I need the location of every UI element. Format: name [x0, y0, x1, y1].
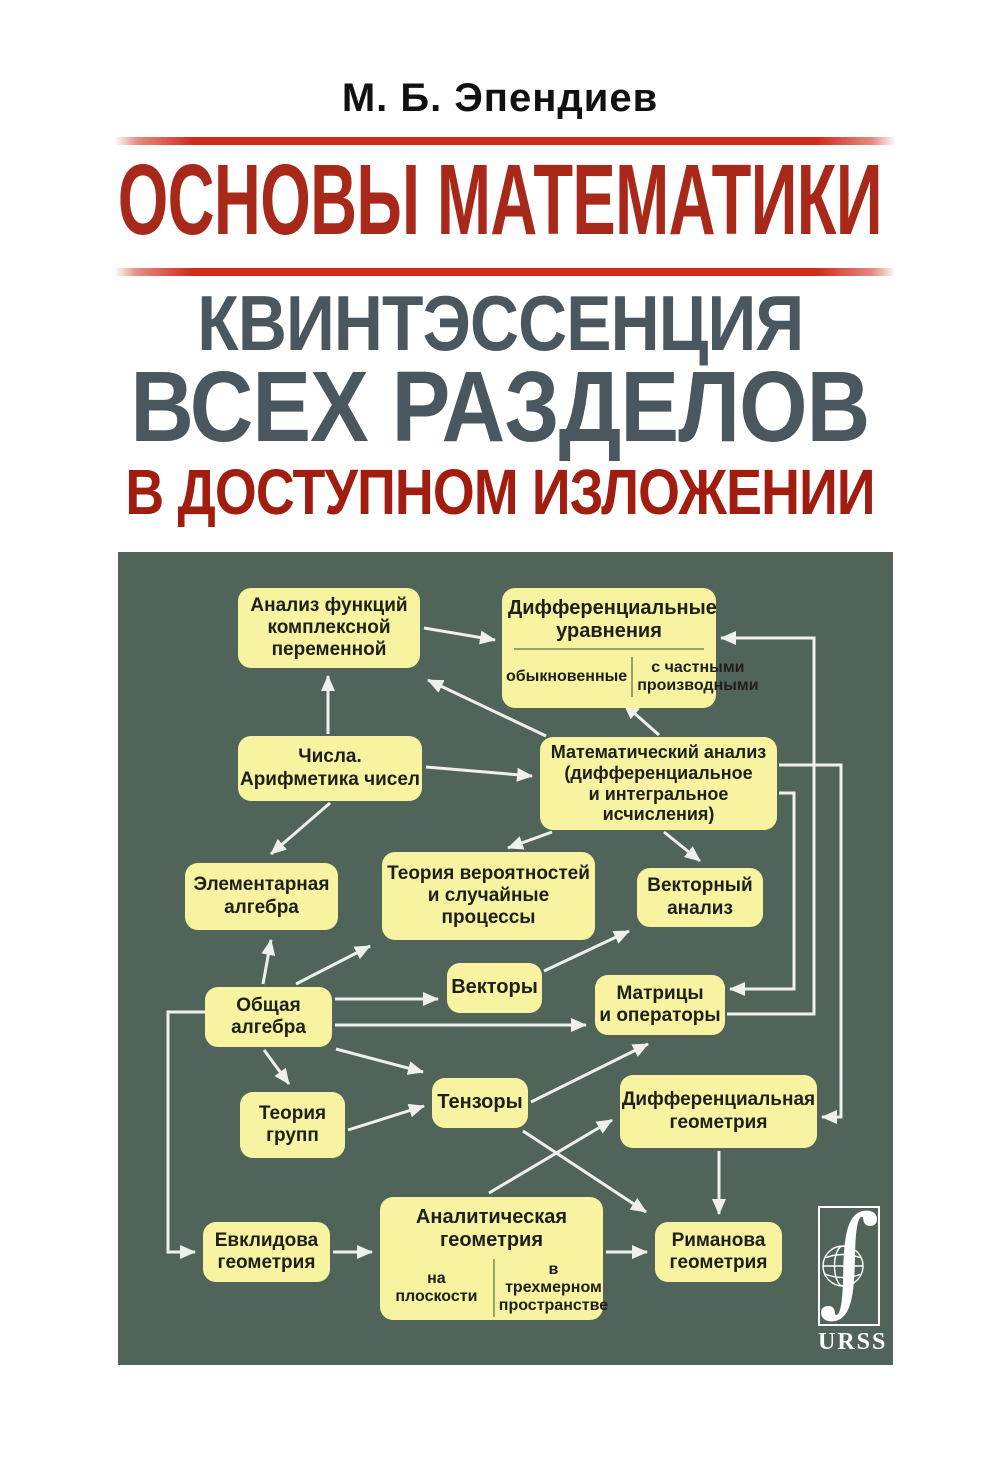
red-divider-top — [114, 137, 896, 145]
urss-logo-text: URSS — [818, 1329, 888, 1355]
diagram-panel: Анализ функций комплексной переменной Ди… — [118, 552, 893, 1365]
node-diff-equations: Дифференциальные уравнения обыкновенные … — [502, 588, 759, 708]
node-group-theory: Теория групп — [240, 1092, 345, 1158]
node-label: Числа. Арифметика чисел — [239, 746, 420, 790]
subtitle-line-2: ВСЕХ РАЗДЕЛОВ — [0, 357, 1000, 457]
node-euclidean-geometry: Евклидова геометрия — [203, 1222, 330, 1282]
node-riemannian-geometry: Риманова геометрия — [655, 1222, 782, 1282]
node-label: Элементарная алгебра — [193, 874, 330, 918]
node-complex-analysis: Анализ функций комплексной переменной — [238, 588, 420, 668]
node-analytic-geometry: Аналитическая геометрия на плоскости в т… — [380, 1197, 608, 1320]
diagram-arrows — [166, 626, 843, 1259]
node-matrices: Матрицы и операторы — [595, 975, 725, 1035]
node-diff-geometry: Дифференциальная геометрия — [620, 1075, 817, 1148]
node-label: Анализ функций комплексной переменной — [250, 594, 408, 661]
subtitle-line-1: КВИНТЭССЕНЦИЯ — [0, 284, 1000, 362]
node-title: Дифференциальные уравнения — [508, 597, 717, 642]
node-math-analysis: Математический анализ (дифференциальное … — [540, 737, 777, 830]
node-numbers: Числа. Арифметика чисел — [238, 736, 422, 801]
title-line: ОСНОВЫ МАТЕМАТИКИ — [0, 150, 1000, 250]
author-name: М. Б. Эпендиев — [341, 76, 659, 120]
integral-glyph: ∫ — [818, 1206, 879, 1326]
red-divider-bottom — [114, 268, 896, 276]
node-subcell-right: с частными производными — [631, 657, 762, 697]
author-line: М. Б. Эпендиев — [0, 78, 1000, 118]
node-tensors: Тензоры — [432, 1078, 528, 1128]
node-label: Векторы — [451, 976, 538, 999]
subtitle-text-1: КВИНТЭССЕНЦИЯ — [196, 279, 804, 367]
node-label: Риманова геометрия — [669, 1229, 768, 1273]
subtitle-text-3: В ДОСТУПНОМ ИЗЛОЖЕНИИ — [125, 456, 875, 528]
node-label: Матрицы и операторы — [599, 982, 721, 1026]
node-vector-analysis: Векторный анализ — [637, 868, 763, 927]
node-label: Общая алгебра — [231, 994, 306, 1038]
node-label: Векторный анализ — [647, 875, 753, 919]
node-label: Дифференциальная геометрия — [621, 1089, 816, 1133]
node-label: Евклидова геометрия — [214, 1229, 319, 1273]
node-probability: Теория вероятностей и случайные процессы — [382, 852, 595, 940]
node-general-algebra: Общая алгебра — [205, 987, 332, 1047]
node-label: Математический анализ (дифференциальное … — [550, 741, 767, 825]
book-title: ОСНОВЫ МАТЕМАТИКИ — [117, 144, 883, 256]
node-subcell-right: в трехмерном пространстве — [492, 1259, 612, 1317]
node-title: Аналитическая геометрия — [415, 1206, 568, 1251]
node-label: Теория групп — [258, 1102, 327, 1146]
node-subcell-left: обыкновенные — [506, 668, 628, 686]
subtitle-line-3: В ДОСТУПНОМ ИЗЛОЖЕНИИ — [0, 460, 1000, 524]
node-elementary-algebra: Элементарная алгебра — [185, 863, 338, 930]
node-label: Теория вероятностей и случайные процессы — [387, 862, 590, 929]
node-divider — [514, 648, 704, 650]
node-subcell-left: на плоскости — [395, 1269, 478, 1305]
node-vectors: Векторы — [447, 963, 542, 1013]
node-label: Тензоры — [437, 1091, 523, 1114]
publisher-logo: ∫ URSS — [818, 1206, 888, 1355]
integral-globe-icon: ∫ — [818, 1206, 879, 1326]
subtitle-text-2: ВСЕХ РАЗДЕЛОВ — [130, 351, 871, 463]
urss-logo-frame: ∫ — [818, 1206, 880, 1326]
